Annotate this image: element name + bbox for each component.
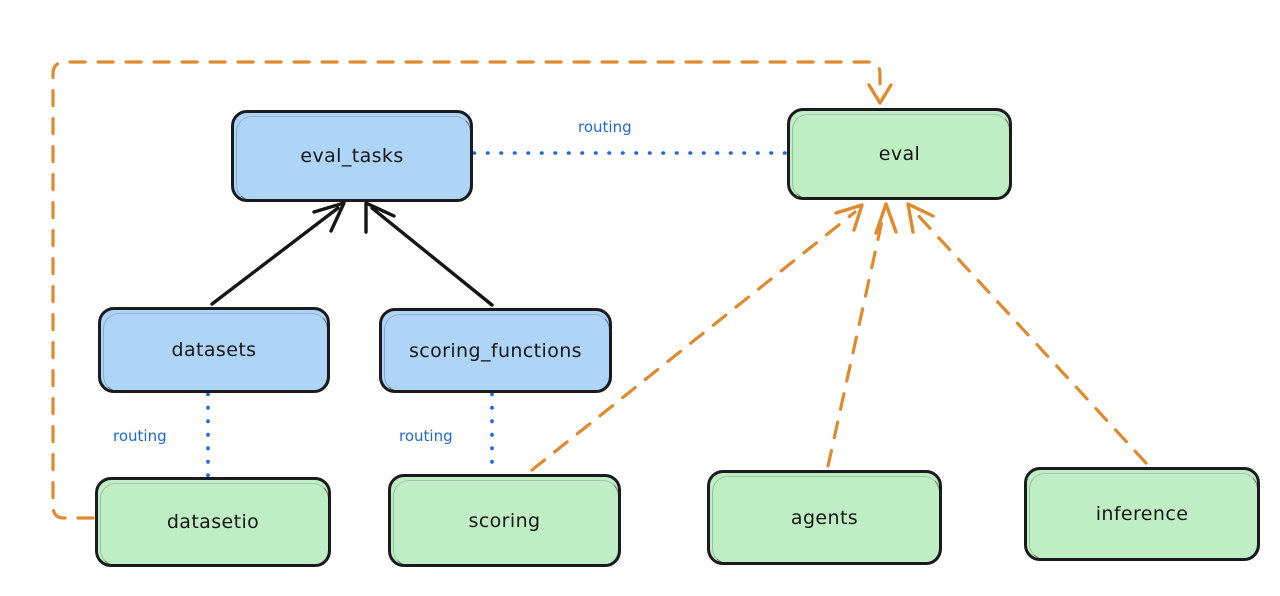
node-label: inference (1095, 503, 1189, 525)
node-eval-tasks[interactable]: eval_tasks (231, 110, 473, 202)
node-label: datasets (171, 339, 257, 361)
edge-label-routing-eval-tasks-eval: routing (578, 118, 632, 136)
node-label: agents (790, 506, 859, 529)
node-datasetio[interactable]: datasetio (95, 477, 331, 567)
edge-inference-eval (906, 202, 1148, 465)
node-label: scoring_functions (409, 339, 582, 362)
node-agents[interactable]: agents (707, 470, 942, 565)
node-label: scoring (468, 509, 541, 532)
edge-label-routing-scoring-functions-scoring: routing (399, 427, 453, 445)
node-eval[interactable]: eval (787, 108, 1012, 200)
node-scoring-functions[interactable]: scoring_functions (379, 308, 612, 393)
node-label: eval (878, 143, 921, 165)
node-scoring[interactable]: scoring (388, 474, 621, 567)
edge-scoring_functions-eval_tasks (364, 201, 494, 307)
edge-agents-eval (826, 202, 898, 468)
edge-datasets-eval_tasks (210, 201, 346, 306)
node-datasets[interactable]: datasets (98, 307, 330, 393)
edge-label-routing-datasets-datasetio: routing (113, 427, 167, 445)
node-label: datasetio (166, 511, 260, 533)
node-inference[interactable]: inference (1024, 467, 1260, 561)
node-label: eval_tasks (300, 145, 404, 167)
